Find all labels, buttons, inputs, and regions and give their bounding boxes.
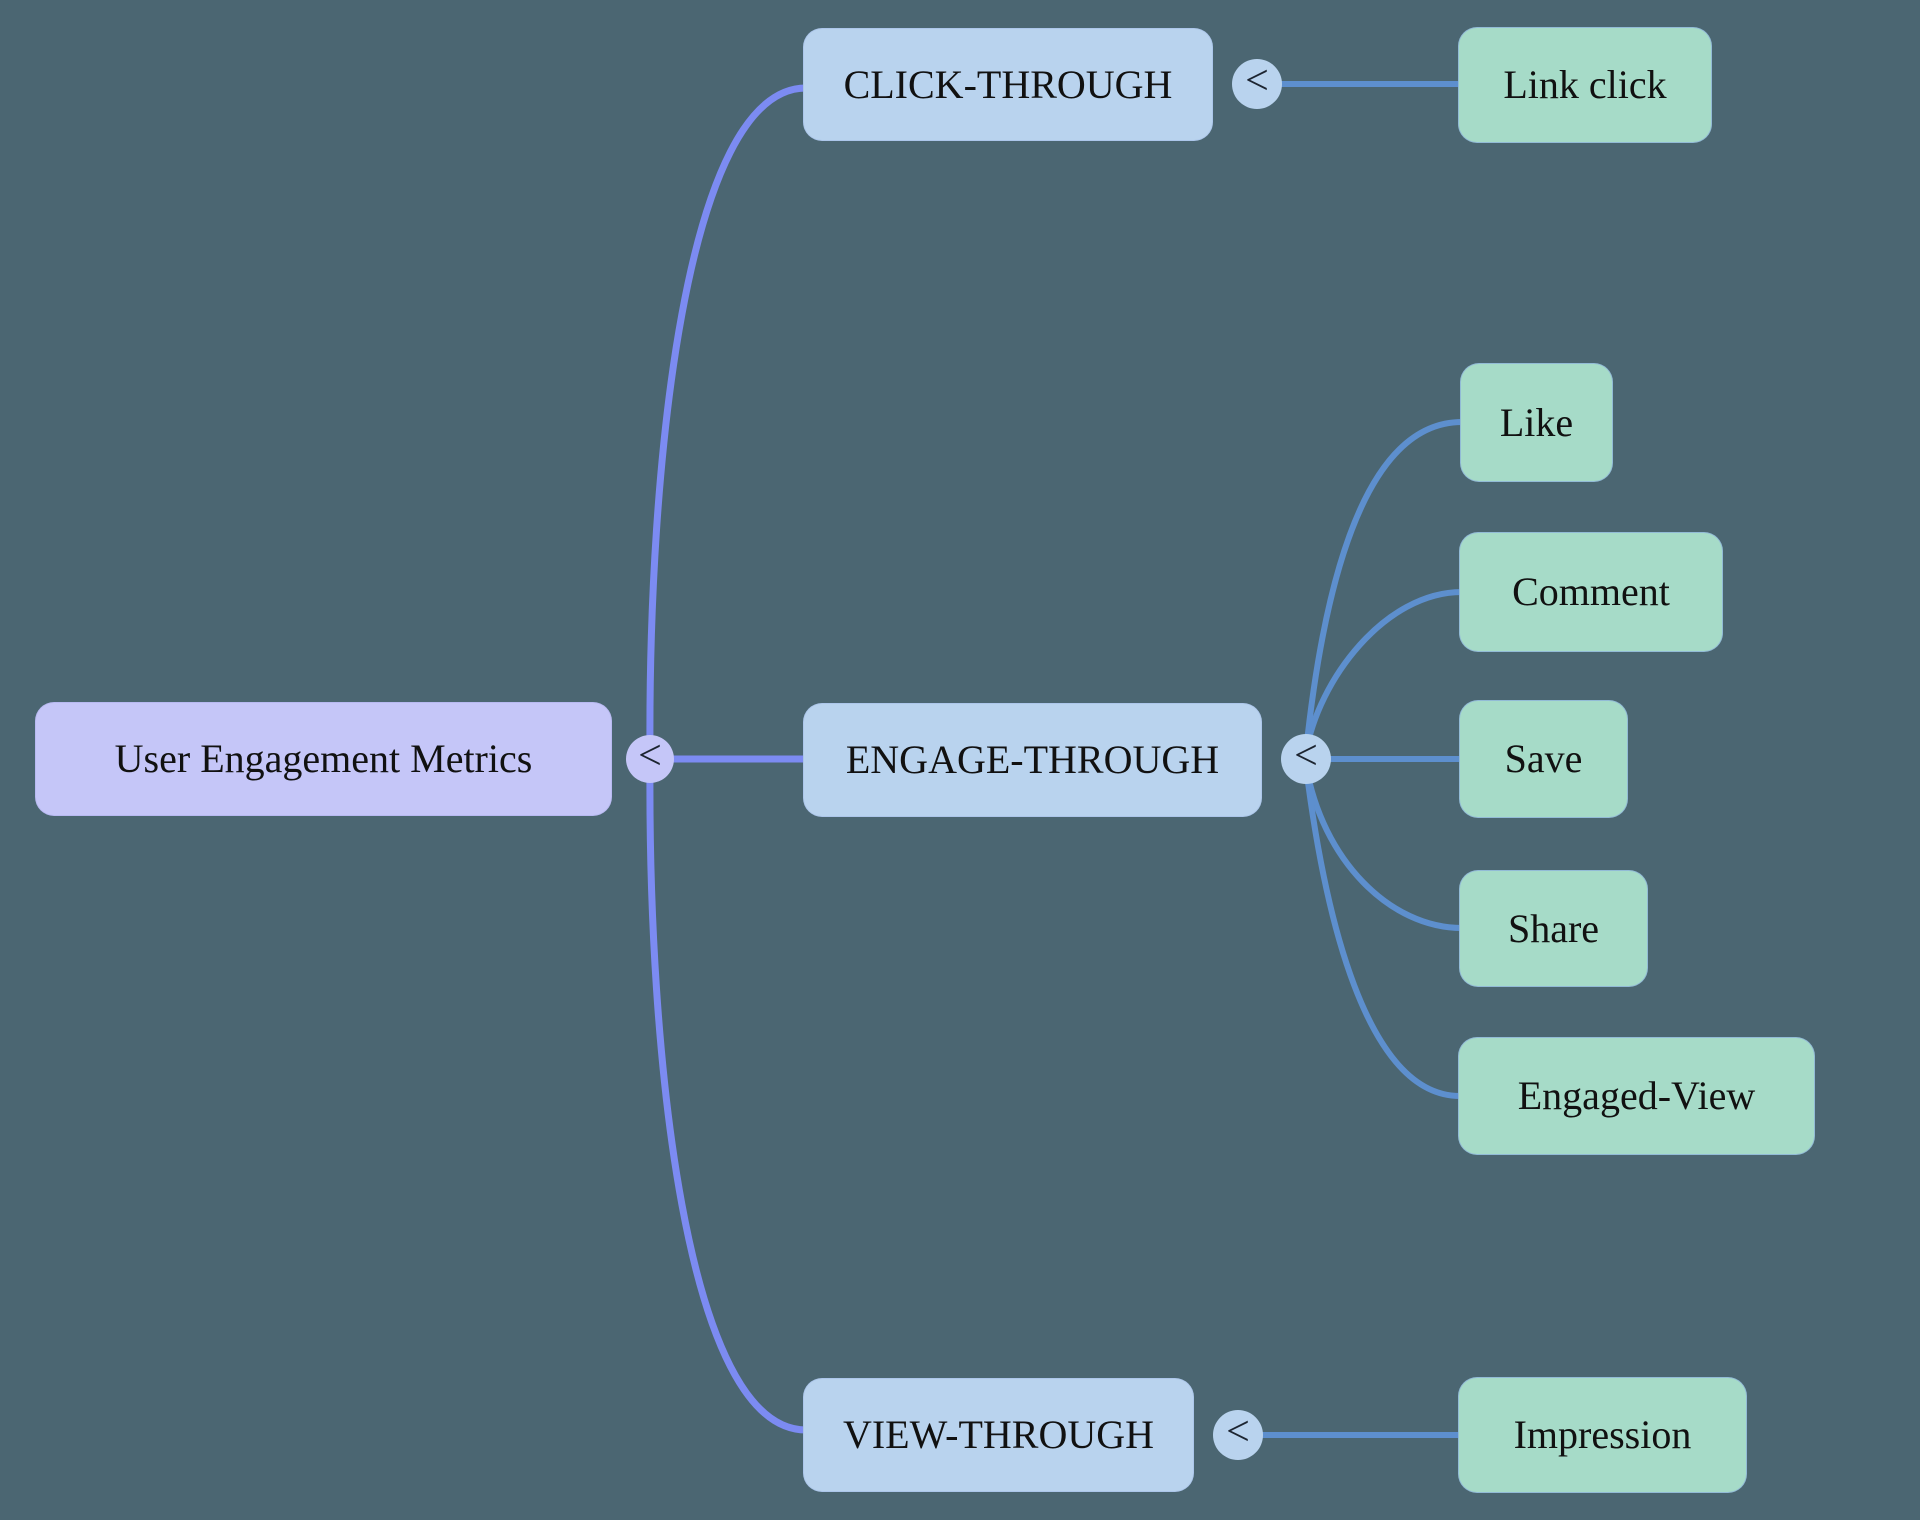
node-engaged-view[interactable]: Engaged-View bbox=[1458, 1037, 1815, 1155]
collapse-button-view-through[interactable]: < bbox=[1213, 1409, 1263, 1460]
chevron-left-icon: < bbox=[1245, 58, 1269, 104]
node-label: Comment bbox=[1512, 569, 1670, 614]
node-label: Link click bbox=[1503, 62, 1667, 107]
node-like[interactable]: Like bbox=[1460, 363, 1613, 482]
node-label: VIEW-THROUGH bbox=[842, 1412, 1155, 1457]
edge-root-to-click-through bbox=[646, 84, 810, 757]
node-save[interactable]: Save bbox=[1459, 700, 1628, 818]
node-label: ENGAGE-THROUGH bbox=[845, 737, 1220, 782]
edge-engage-through-to-comment bbox=[1303, 589, 1465, 756]
edge-engage-through-to-share bbox=[1303, 762, 1465, 931]
edge-root-to-view-through bbox=[646, 761, 810, 1434]
collapse-button-root[interactable]: < bbox=[626, 733, 674, 783]
node-click-through[interactable]: CLICK-THROUGH bbox=[803, 28, 1213, 141]
edge-engage-through-to-like bbox=[1303, 419, 1465, 754]
node-user-engagement-metrics[interactable]: User Engagement Metrics bbox=[35, 702, 612, 816]
node-comment[interactable]: Comment bbox=[1459, 532, 1723, 652]
node-label: Save bbox=[1504, 736, 1583, 781]
chevron-left-icon: < bbox=[1226, 1409, 1250, 1455]
node-label: Engaged-View bbox=[1517, 1073, 1756, 1118]
chevron-left-icon: < bbox=[1294, 733, 1318, 779]
node-impression[interactable]: Impression bbox=[1458, 1377, 1747, 1493]
node-label: Impression bbox=[1513, 1412, 1692, 1457]
node-engage-through[interactable]: ENGAGE-THROUGH bbox=[803, 703, 1262, 817]
collapse-button-click-through[interactable]: < bbox=[1232, 58, 1282, 109]
node-link-click[interactable]: Link click bbox=[1458, 27, 1712, 143]
node-label: Like bbox=[1499, 399, 1574, 445]
edge-engage-through-to-engaged-view bbox=[1303, 764, 1463, 1099]
node-label: Share bbox=[1507, 905, 1600, 951]
node-share[interactable]: Share bbox=[1459, 870, 1648, 987]
node-label: CLICK-THROUGH bbox=[843, 61, 1173, 107]
node-label: User Engagement Metrics bbox=[114, 736, 533, 781]
node-view-through[interactable]: VIEW-THROUGH bbox=[803, 1378, 1194, 1492]
chevron-left-icon: < bbox=[638, 733, 662, 779]
collapse-button-engage-through[interactable]: < bbox=[1281, 733, 1331, 784]
